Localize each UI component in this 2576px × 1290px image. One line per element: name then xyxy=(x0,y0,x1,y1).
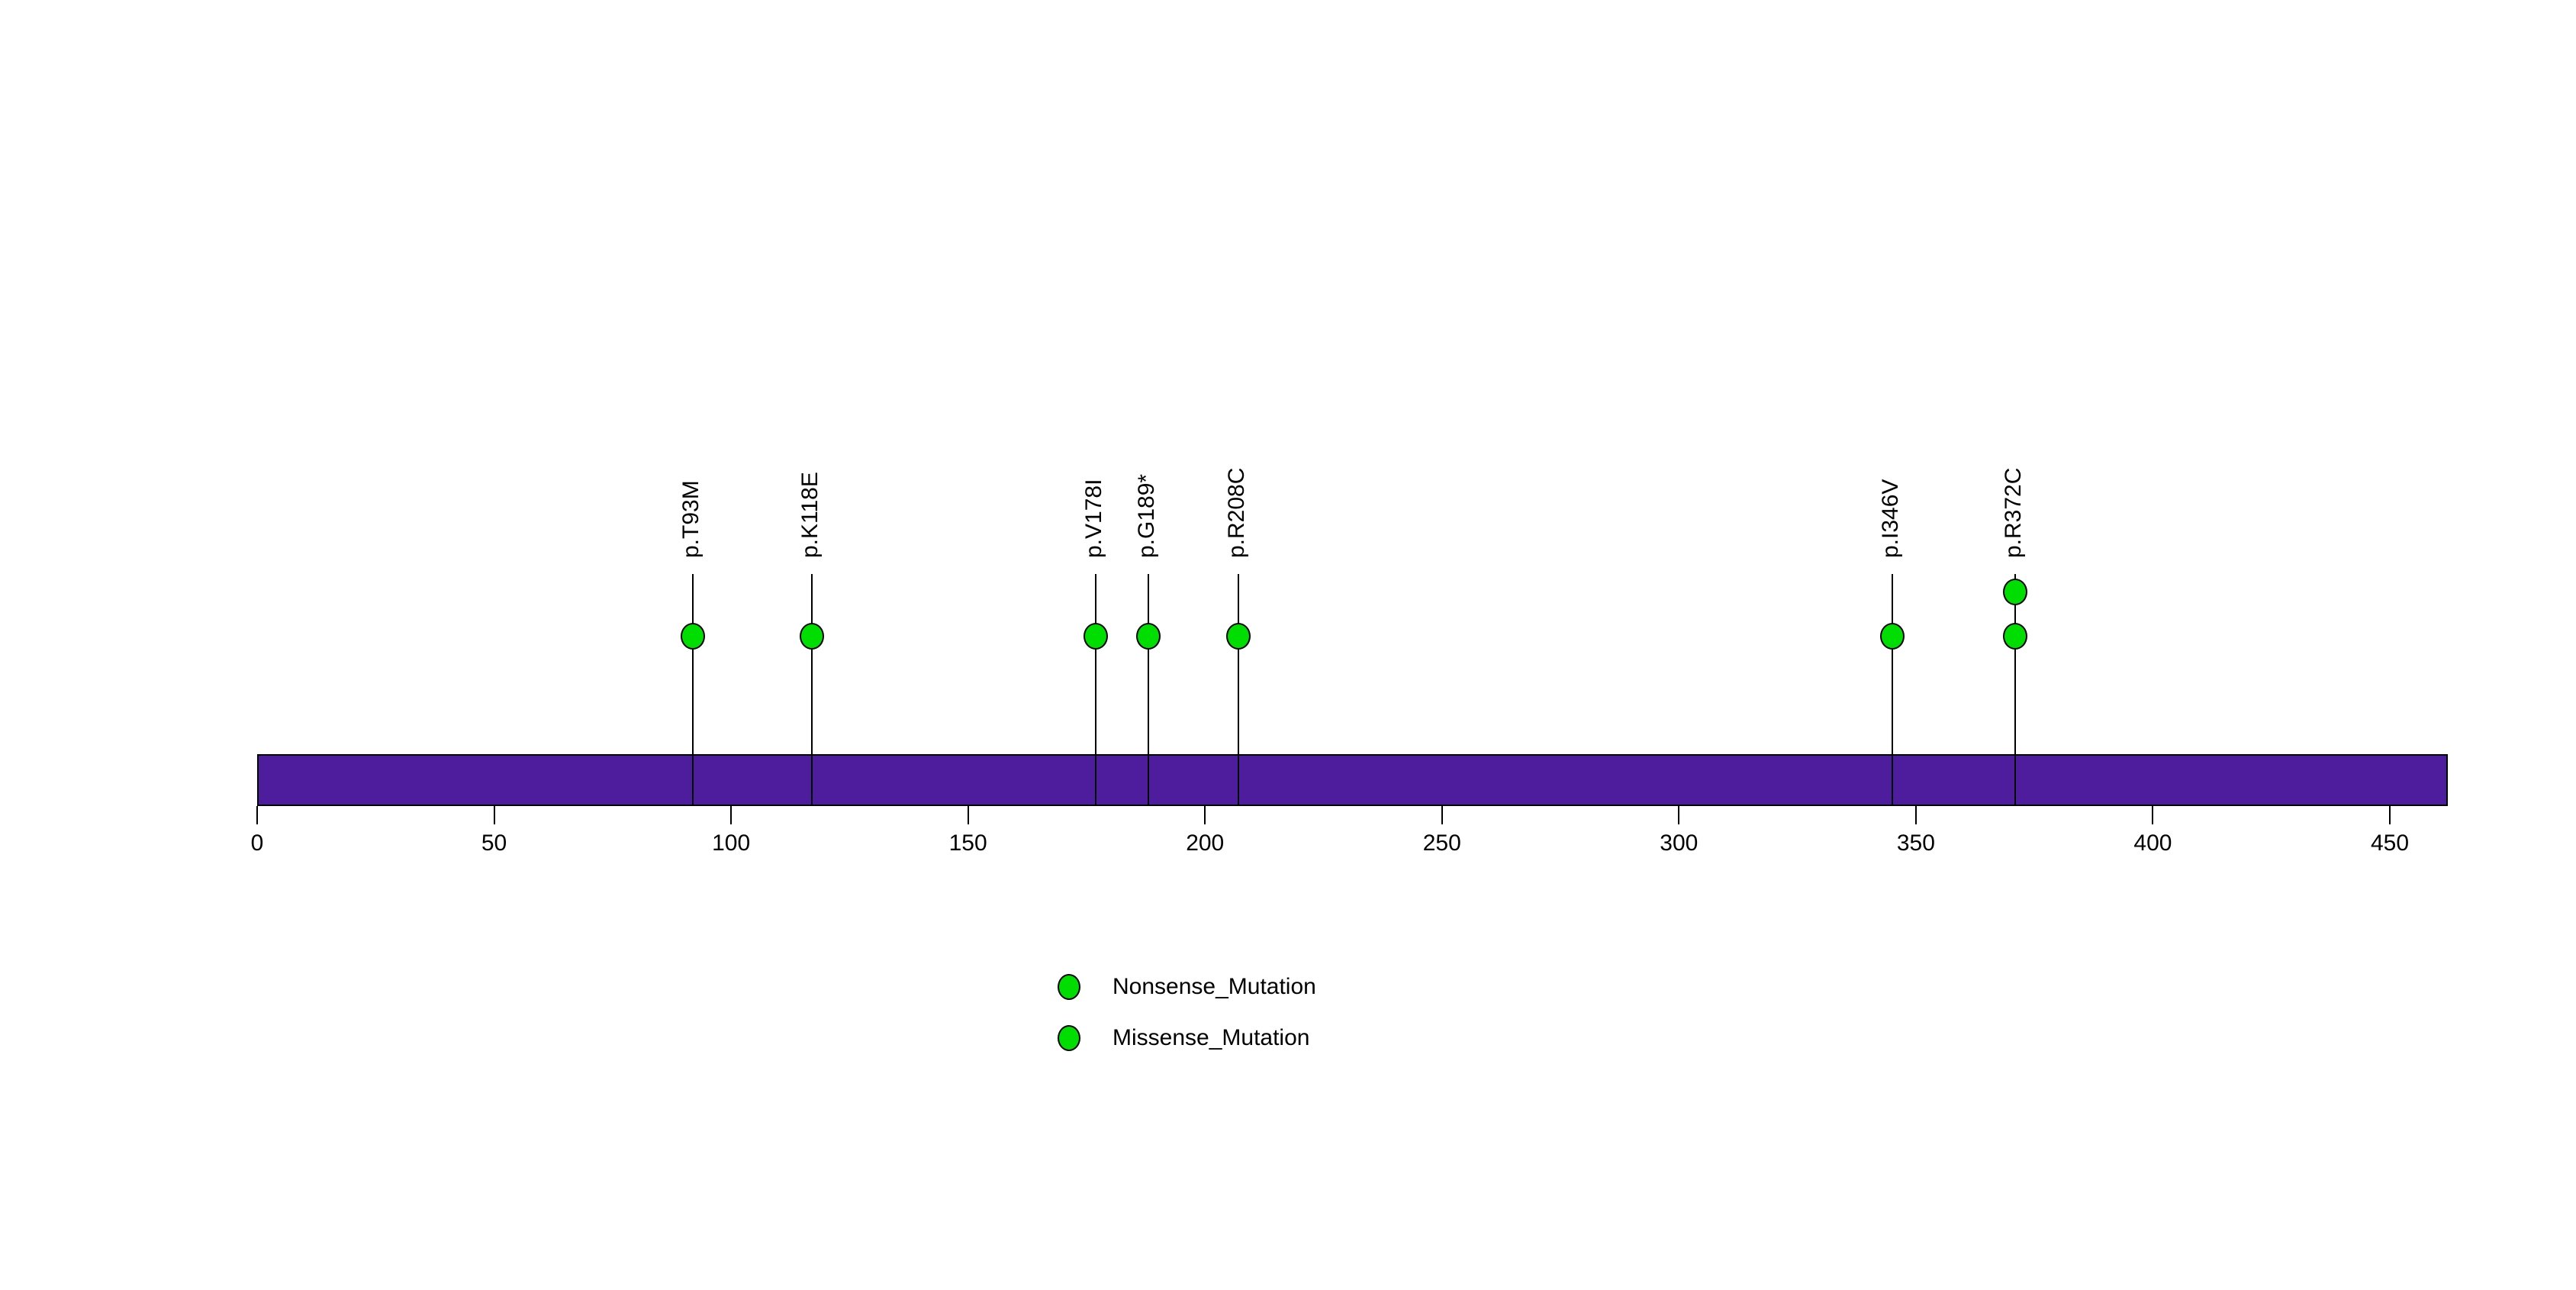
mutation-label: p.T93M xyxy=(678,480,704,558)
axis-tick-mark xyxy=(967,806,969,824)
mutation-marker[interactable] xyxy=(2003,578,2028,605)
mutation-label: p.V178I xyxy=(1081,479,1107,558)
axis-tick-mark xyxy=(493,806,495,824)
mutation-marker[interactable] xyxy=(799,622,824,650)
axis-tick-mark xyxy=(2388,806,2391,824)
mutation-stem-line xyxy=(1095,574,1097,806)
axis-tick-label: 450 xyxy=(2370,830,2410,856)
mutation-label: p.G189* xyxy=(1133,473,1159,558)
mutation-stem-line xyxy=(810,574,813,806)
mutation-stem-line xyxy=(692,574,694,806)
mutation-stem-line xyxy=(1237,574,1239,806)
mutation-stem-line xyxy=(1891,574,1893,806)
axis-tick-label: 0 xyxy=(250,830,264,856)
legend-item[interactable]: Nonsense_Mutation xyxy=(1058,974,1316,1000)
mutation-stem-line xyxy=(2014,574,2017,806)
mutation-label: p.I346V xyxy=(1877,479,1903,558)
axis-tick-label: 150 xyxy=(948,830,987,856)
axis-tick-mark xyxy=(730,806,733,824)
axis-tick-mark xyxy=(2152,806,2154,824)
mutation-marker[interactable] xyxy=(1225,622,1251,650)
mutation-stem-line xyxy=(1147,574,1149,806)
protein-backbone-bar xyxy=(257,754,2448,806)
legend-marker-icon xyxy=(1058,974,1080,1000)
axis-tick-mark xyxy=(1441,806,1443,824)
axis-tick-label: 250 xyxy=(1422,830,1461,856)
mutation-marker[interactable] xyxy=(2003,622,2028,650)
mutation-label: p.R372C xyxy=(2001,467,2027,558)
mutation-label: p.K118E xyxy=(797,472,823,558)
axis-tick-mark xyxy=(1914,806,1917,824)
axis-tick-mark xyxy=(256,806,258,824)
legend-marker-icon xyxy=(1058,1025,1080,1051)
mutation-marker[interactable] xyxy=(1084,622,1109,650)
mutation-marker[interactable] xyxy=(681,622,706,650)
axis-tick-label: 400 xyxy=(2133,830,2172,856)
mutation-label: p.R208C xyxy=(1223,467,1249,558)
axis-tick-mark xyxy=(1678,806,1680,824)
axis-tick-label: 350 xyxy=(1896,830,1935,856)
axis-tick-label: 200 xyxy=(1186,830,1225,856)
axis-tick-label: 50 xyxy=(481,830,507,856)
axis-tick-label: 300 xyxy=(1660,830,1699,856)
mutation-marker[interactable] xyxy=(1879,622,1905,650)
legend-label: Nonsense_Mutation xyxy=(1113,974,1316,999)
legend-item[interactable]: Missense_Mutation xyxy=(1058,1025,1309,1051)
mutation-marker[interactable] xyxy=(1135,622,1161,650)
axis-tick-label: 100 xyxy=(712,830,751,856)
axis-tick-mark xyxy=(1204,806,1206,824)
legend-label: Missense_Mutation xyxy=(1113,1025,1310,1050)
